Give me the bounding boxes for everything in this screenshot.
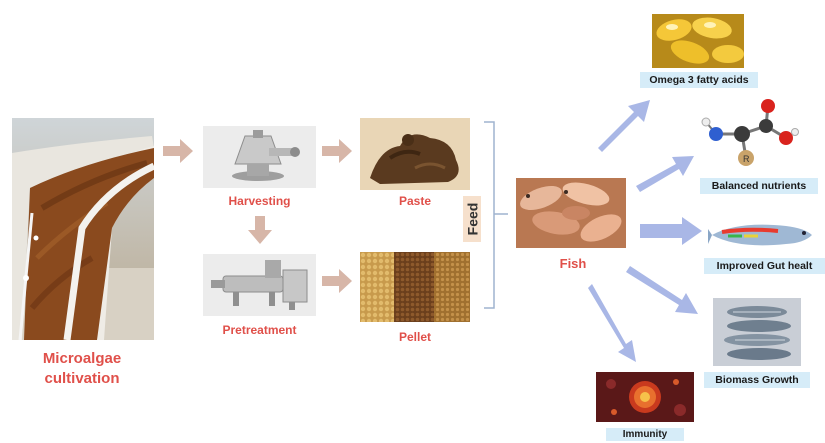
paste-label: Paste — [398, 194, 432, 208]
svg-text:R: R — [743, 154, 750, 164]
gut-health-label: Improved Gut healt — [704, 258, 825, 274]
arrow-to-omega3 — [598, 100, 650, 152]
arrow-to-gut-health — [640, 217, 702, 245]
arrow-to-harvesting — [163, 139, 193, 163]
pretreatment-machine-image — [203, 254, 316, 316]
biomass-growth-fish-image — [713, 298, 801, 366]
harvesting-label: Harvesting — [228, 194, 291, 208]
balanced-nutrients-label: Balanced nutrients — [700, 178, 818, 194]
omega3-capsules-image — [652, 14, 744, 68]
paste-image — [360, 118, 470, 190]
arrow-to-pellet — [322, 269, 352, 293]
pellet-label: Pellet — [398, 330, 431, 344]
arrow-to-pretreatment — [248, 216, 272, 244]
biomass-growth-label: Biomass Growth — [704, 372, 810, 388]
cultivation-text: cultivation — [44, 370, 120, 387]
microalgae-cultivation-label: Microalgae cultivation — [22, 349, 142, 389]
immunity-cell-image — [596, 372, 694, 422]
gut-health-fish-image — [708, 224, 812, 246]
omega3-label: Omega 3 fatty acids — [640, 72, 758, 88]
arrow-to-biomass-growth — [626, 266, 698, 314]
harvesting-machine-image — [203, 126, 316, 188]
amino-acid-molecule-image: R — [701, 99, 799, 166]
arrow-to-immunity — [588, 284, 636, 362]
immunity-label: Immunity — [606, 428, 684, 441]
feed-bracket — [484, 121, 508, 309]
pellet-image — [360, 252, 470, 322]
pretreatment-label: Pretreatment — [222, 323, 297, 337]
feed-label: Feed — [463, 196, 481, 242]
arrow-to-balanced-nutrients — [636, 156, 694, 192]
arrow-to-paste — [322, 139, 352, 163]
fish-image — [516, 178, 626, 248]
fish-label: Fish — [559, 256, 587, 271]
microalgae-text: Microalgae — [42, 350, 122, 367]
raceway-pond-image — [12, 118, 154, 340]
